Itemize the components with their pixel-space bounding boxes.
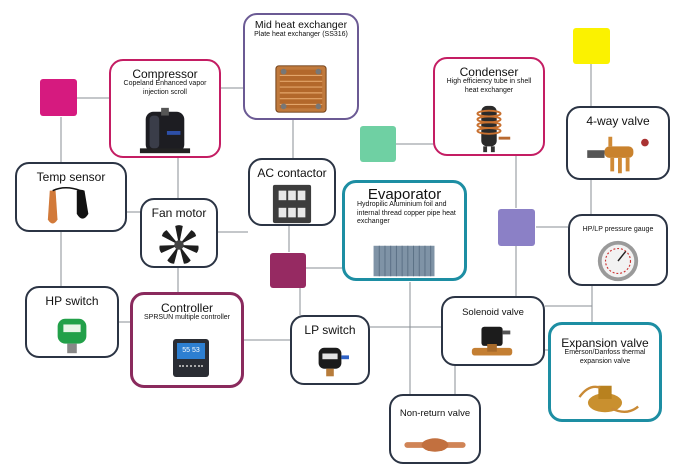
controller-subtitle: SPRSUN multiple controller (144, 314, 230, 321)
non-return-valve-box: Non-return valve (389, 394, 481, 464)
controller-box: Controller SPRSUN multiple controller 55… (130, 292, 244, 388)
condenser-box: Condenser High efficiency tube in shell … (433, 57, 545, 156)
evaporator-box: Evaporator Hydropilic Aluminium foil and… (342, 180, 467, 281)
temperature-probe-icon (47, 187, 89, 224)
solenoid-valve-icon (471, 326, 513, 356)
yellow-square (573, 28, 610, 64)
lavender-square (498, 209, 535, 246)
compressor-title: Compressor (132, 67, 198, 81)
controller-readout: 55 53 (182, 347, 200, 354)
mid-heat-exchanger-box: Mid heat exchanger Plate heat exchanger … (243, 13, 359, 120)
compressor-box: Compressor Copeland Enhanced vapor injec… (109, 59, 221, 158)
lp-switch-icon (318, 347, 349, 377)
magenta-square (40, 79, 77, 116)
pressure-gauge-icon (597, 240, 639, 282)
expansion-valve-subtitle: Emerson/Danfoss thermal expansion valve (564, 349, 646, 365)
evaporator-title: Evaporator (367, 186, 442, 203)
hp-switch-box: HP switch (25, 286, 119, 358)
tube-in-shell-condenser-icon (476, 105, 511, 153)
controller-title: Controller (160, 301, 214, 315)
condenser-title: Condenser (459, 65, 519, 79)
pressure-switch-icon (57, 318, 87, 354)
evaporator-subtitle: Hydropilic Aluminium foil and internal t… (357, 201, 456, 225)
hp-lp-gauge-box: HP/LP pressure gauge (568, 214, 668, 286)
fan-motor-title: Fan motor (151, 206, 207, 220)
hp-switch-title: HP switch (45, 294, 99, 308)
plate-heat-exchanger-icon (275, 65, 327, 113)
four-way-valve-box: 4-way valve (566, 106, 670, 180)
scroll-compressor-icon (139, 107, 191, 154)
temp-sensor-title: Temp sensor (36, 170, 106, 184)
four-way-valve-title: 4-way valve (586, 114, 650, 128)
finned-coil-icon (373, 245, 435, 277)
temp-sensor-box: Temp sensor (15, 162, 127, 232)
ac-contactor-box: AC contactor (248, 158, 336, 226)
expansion-valve-box: Expansion valve Emerson/Danfoss thermal … (548, 322, 662, 422)
mid-heat-exchanger-title: Mid heat exchanger (254, 19, 348, 31)
fan-motor-box: Fan motor (140, 198, 218, 268)
controller-display: 55 53 (177, 343, 205, 359)
check-valve-icon (404, 438, 466, 452)
lp-switch-box: LP switch (290, 315, 370, 385)
contactor-icon (272, 184, 312, 224)
solenoid-valve-title: Solenoid valve (462, 307, 524, 318)
ac-contactor-title: AC contactor (257, 166, 327, 180)
fan-blade-icon (159, 225, 199, 264)
solenoid-valve-box: Solenoid valve (441, 296, 545, 366)
mid-heat-exchanger-subtitle: Plate heat exchanger (SS316) (254, 31, 348, 38)
condenser-subtitle: High efficiency tube in shell heat excha… (446, 78, 532, 94)
mint-square (360, 126, 396, 162)
hp-lp-gauge-title: HP/LP pressure gauge (582, 226, 654, 233)
plum-square (270, 253, 306, 288)
lp-switch-title: LP switch (304, 323, 356, 337)
thermal-expansion-valve-icon (578, 385, 639, 413)
controller-unit: 55 53 (173, 339, 209, 377)
four-way-valve-icon (587, 136, 649, 174)
compressor-subtitle: Copeland Enhanced vapor injection scroll (123, 80, 207, 96)
expansion-valve-title: Expansion valve (561, 336, 649, 350)
non-return-valve-title: Non-return valve (399, 408, 471, 419)
